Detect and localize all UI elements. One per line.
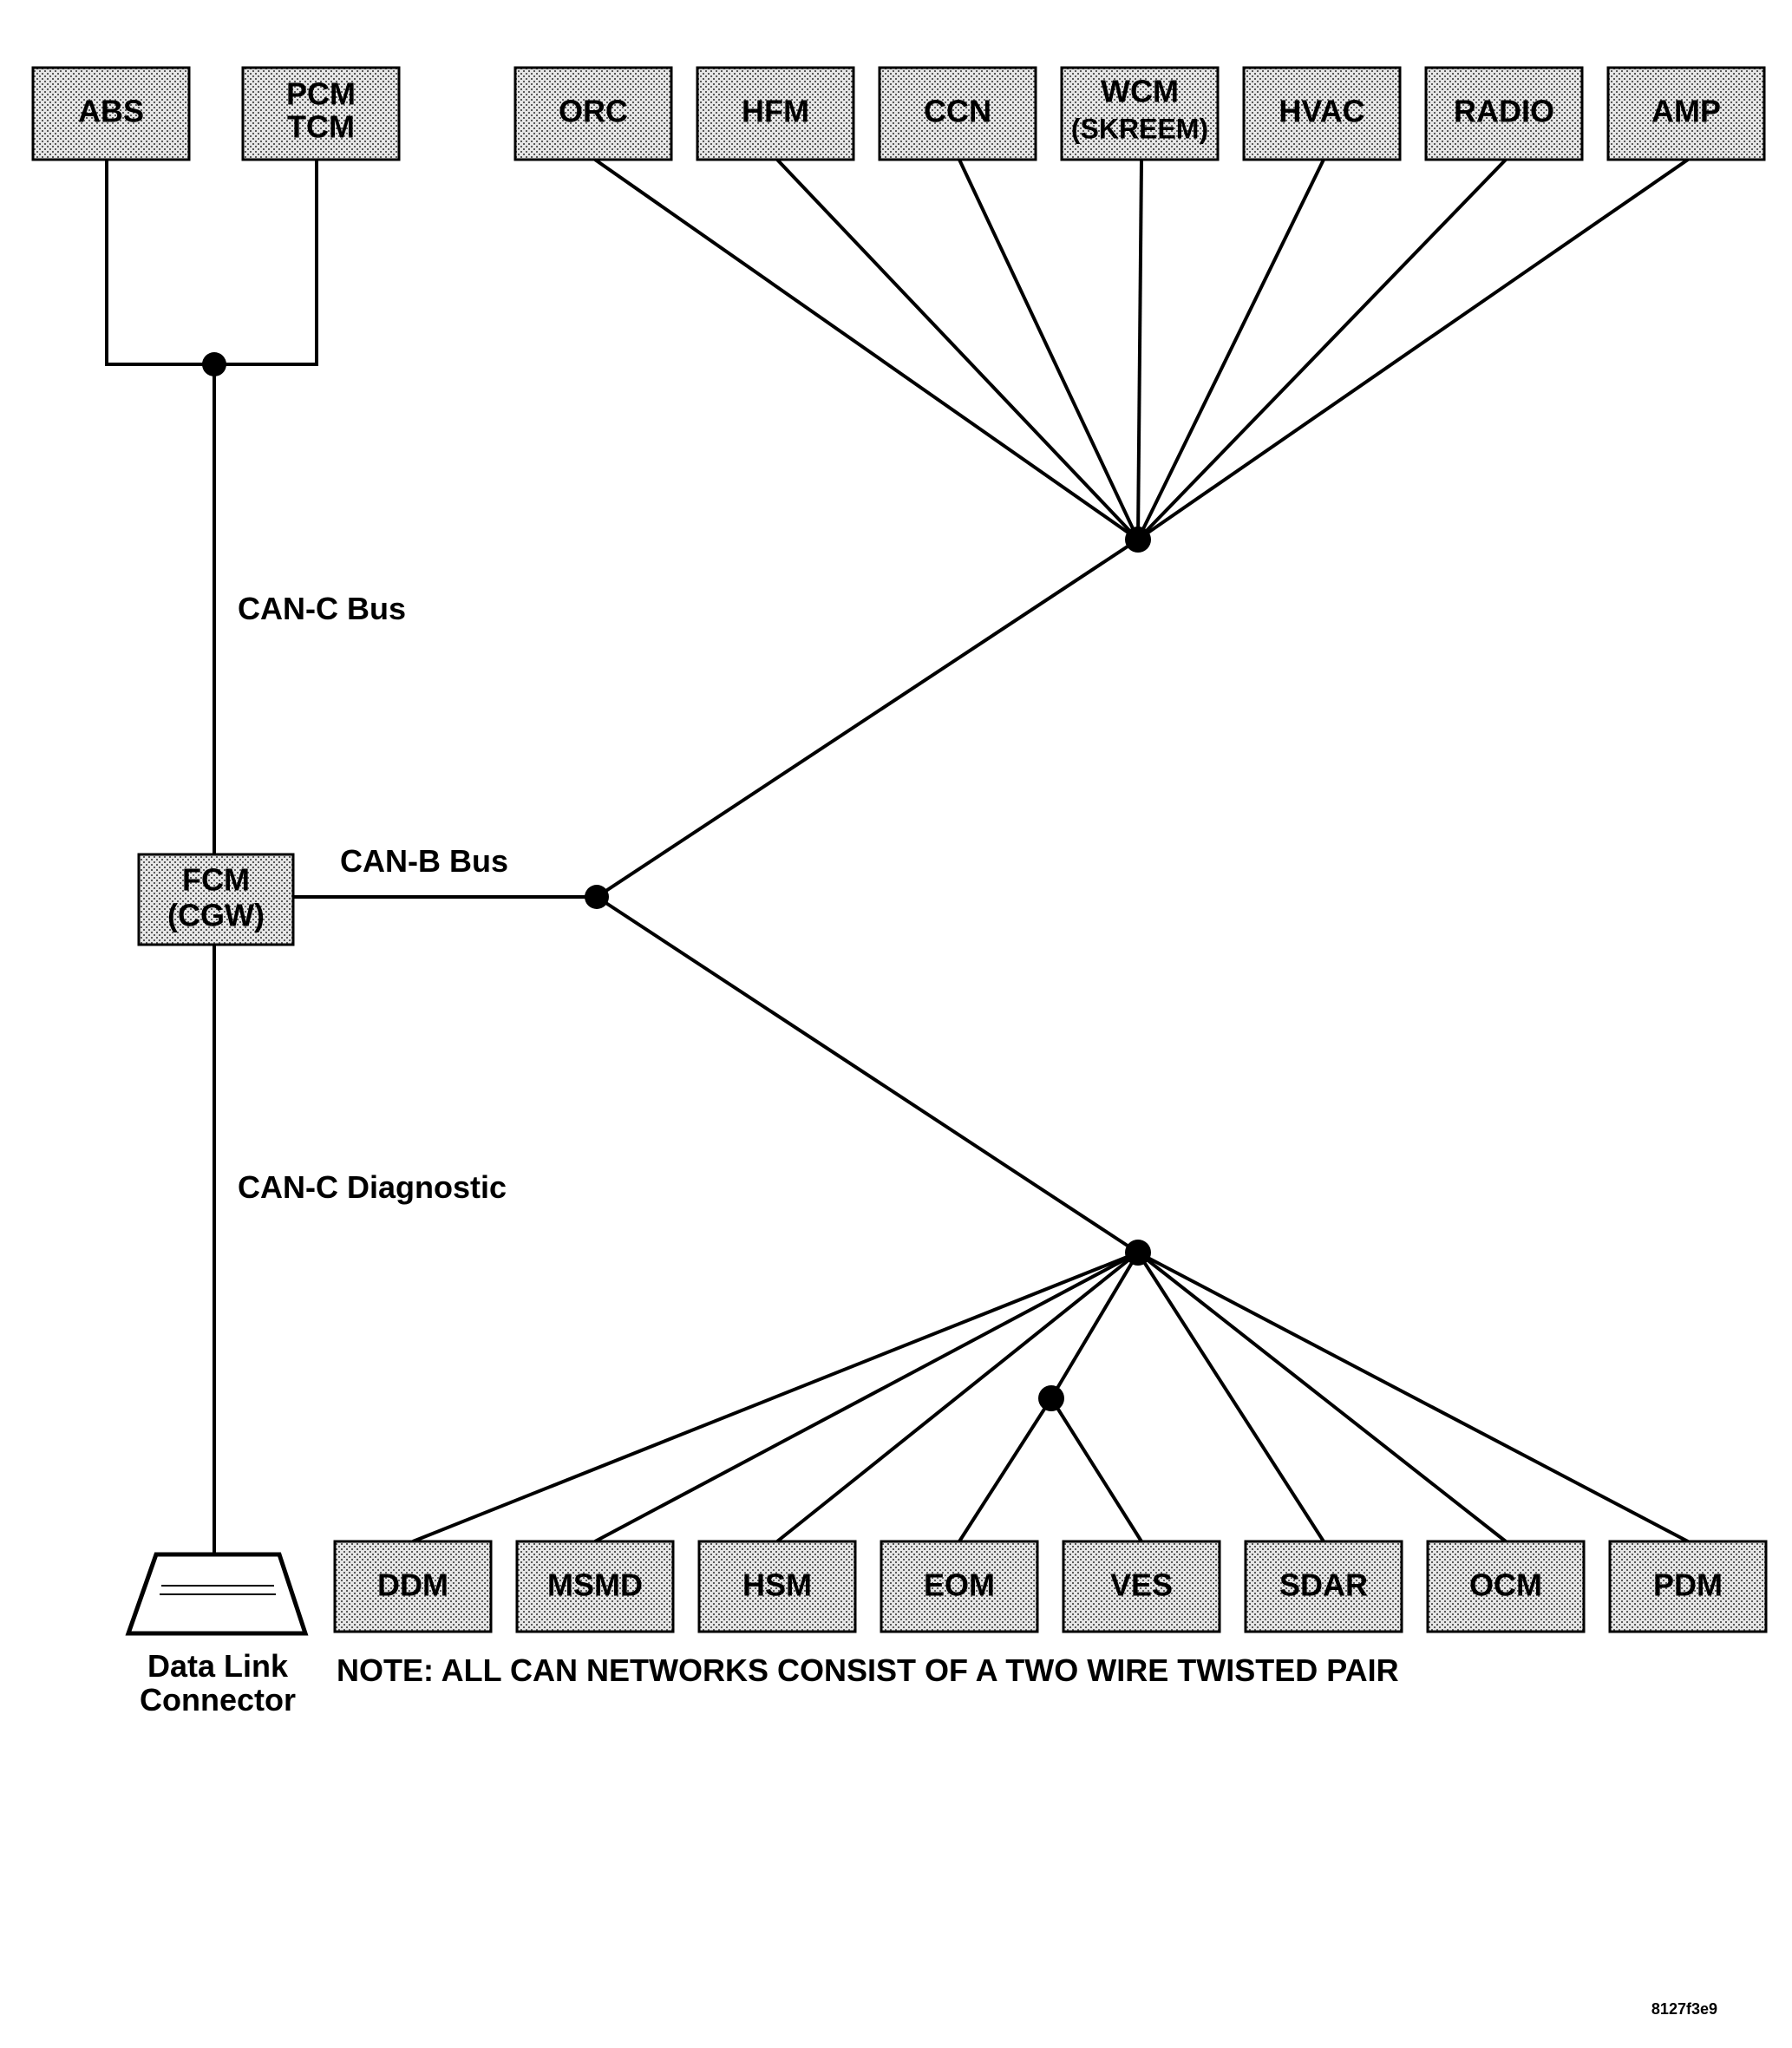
abs-label: ABS	[78, 94, 144, 129]
radio-module: RADIO	[1424, 66, 1584, 161]
can-c-diagnostic-label: CAN-C Diagnostic	[238, 1169, 507, 1205]
wcm-label: WCM	[1101, 74, 1179, 109]
ocm-wire	[1136, 1251, 1508, 1543]
msmd-module: MSMD	[515, 1540, 675, 1633]
sdar-module: SDAR	[1244, 1540, 1403, 1633]
hfm-label: HFM	[742, 94, 809, 129]
fcm-cgw-module: FCM (CGW)	[137, 853, 295, 946]
eom-wire	[958, 1397, 1053, 1543]
can-c-bus-label: CAN-C Bus	[238, 591, 406, 626]
ccn-label: CCN	[924, 94, 991, 129]
eom-module: EOM	[880, 1540, 1039, 1633]
pcm-tcm-module: PCM TCM	[241, 66, 401, 161]
orc-label: ORC	[559, 94, 628, 129]
lower-star-node	[1125, 1240, 1151, 1266]
pdm-label: PDM	[1653, 1567, 1723, 1603]
orc-module: ORC	[513, 66, 673, 161]
can-b-upper-branch-wire	[595, 538, 1140, 899]
amp-module: AMP	[1606, 66, 1766, 161]
can-c-splice-node	[202, 352, 226, 376]
ddm-label: DDM	[377, 1567, 448, 1603]
figure-code: 8127f3e9	[1651, 2000, 1717, 2018]
hsm-module: HSM	[697, 1540, 857, 1633]
hfm-wire	[775, 158, 1140, 541]
tcm-label: TCM	[287, 109, 355, 145]
amp-wire	[1136, 158, 1690, 541]
pdm-wire	[1137, 1251, 1689, 1543]
eom-ves-feed-wire	[1050, 1251, 1140, 1400]
ves-label: VES	[1110, 1567, 1173, 1603]
ocm-label: OCM	[1469, 1567, 1542, 1603]
pdm-module: PDM	[1608, 1540, 1768, 1633]
ocm-module: OCM	[1426, 1540, 1586, 1633]
msmd-label: MSMD	[547, 1567, 643, 1603]
ddm-module: DDM	[333, 1540, 493, 1633]
ccn-module: CCN	[878, 66, 1037, 161]
wcm-wire	[1136, 159, 1143, 540]
radio-label: RADIO	[1454, 94, 1554, 129]
ddm-wire	[412, 1251, 1139, 1543]
amp-label: AMP	[1651, 94, 1721, 129]
abs-module: ABS	[31, 66, 191, 161]
can-b-lower-branch-wire	[595, 895, 1140, 1254]
data-link-connector-icon	[125, 1552, 309, 1636]
ves-wire	[1050, 1397, 1143, 1543]
eom-ves-splice-node	[1038, 1385, 1064, 1411]
upper-star-node	[1125, 527, 1151, 553]
pcm-tcm-wire	[214, 160, 318, 366]
sdar-label: SDAR	[1279, 1567, 1368, 1603]
hvac-wire	[1136, 159, 1325, 540]
msmd-wire	[594, 1251, 1139, 1543]
pcm-label: PCM	[286, 76, 356, 112]
skreem-label: (SKREEM)	[1071, 113, 1208, 144]
sdar-wire	[1136, 1251, 1325, 1543]
wcm-module: WCM (SKREEM)	[1060, 66, 1220, 161]
can-b-bus-label: CAN-B Bus	[340, 843, 508, 879]
fcm-label: FCM	[182, 862, 250, 898]
hvac-label: HVAC	[1279, 94, 1364, 129]
cgw-label: (CGW)	[167, 898, 265, 933]
ves-module: VES	[1062, 1540, 1221, 1633]
ccn-wire	[958, 159, 1140, 540]
can-b-splice-node	[585, 885, 609, 909]
dlc-label-line1: Data Link	[147, 1648, 289, 1684]
dlc-label-line2: Connector	[140, 1682, 296, 1718]
radio-wire	[1136, 158, 1508, 541]
network-note: NOTE: ALL CAN NETWORKS CONSIST OF A TWO …	[337, 1652, 1399, 1688]
eom-label: EOM	[924, 1567, 995, 1603]
hsm-label: HSM	[742, 1567, 812, 1603]
hfm-module: HFM	[696, 66, 855, 161]
hsm-wire	[775, 1251, 1140, 1543]
orc-wire	[593, 158, 1140, 541]
hvac-module: HVAC	[1242, 66, 1402, 161]
abs-wire	[105, 160, 214, 366]
